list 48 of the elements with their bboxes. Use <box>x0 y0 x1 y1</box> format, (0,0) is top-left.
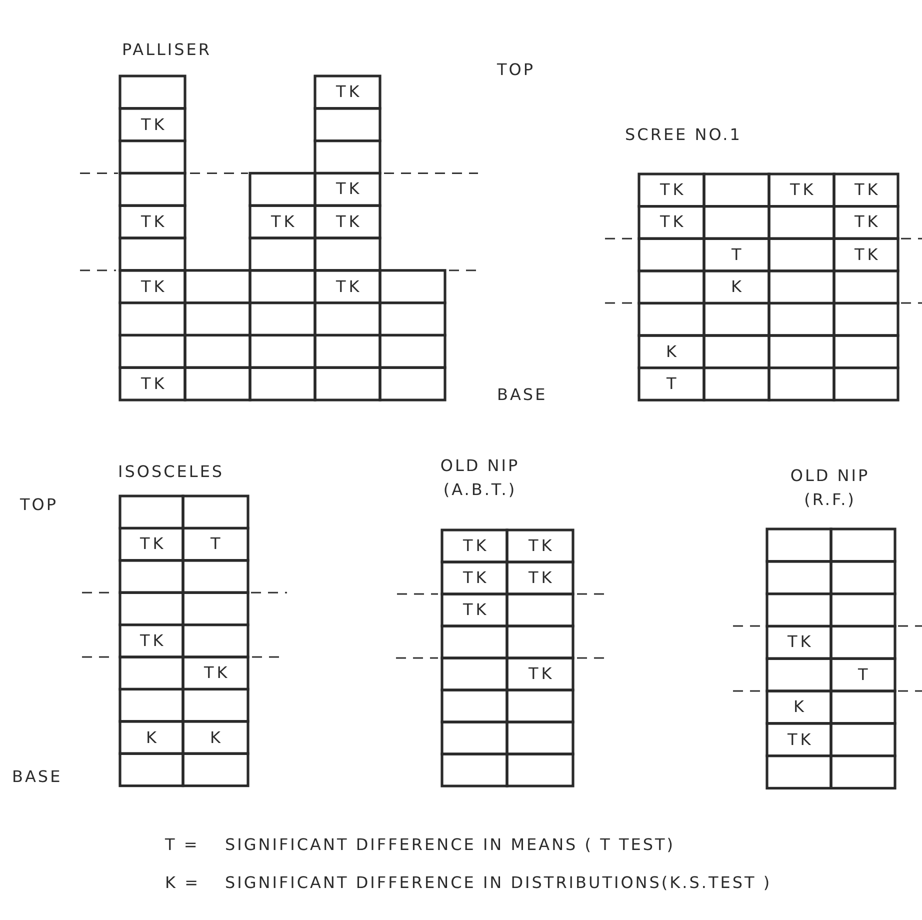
test-result-mark: TK <box>660 212 686 232</box>
test-result-mark: TK <box>336 179 362 200</box>
test-result-mark: TK <box>140 630 166 651</box>
legend-key: K = <box>165 873 200 893</box>
test-result-mark: K <box>731 277 744 298</box>
section-title: OLD NIP (A.B.T.) <box>439 455 521 501</box>
section-title: PALLISER <box>122 40 212 60</box>
test-result-mark: TK <box>141 212 168 232</box>
test-result-mark: T <box>210 534 224 554</box>
test-result-mark: TK <box>528 536 555 556</box>
test-result-mark: K <box>210 728 224 748</box>
test-result-mark: TK <box>336 212 362 232</box>
test-result-mark: TK <box>528 568 555 588</box>
test-result-mark: TK <box>788 632 814 652</box>
test-result-mark: TK <box>140 534 166 554</box>
section-title: SCREE NO.1 <box>625 125 742 145</box>
test-result-mark: TK <box>528 664 555 684</box>
section-title: ISOSCELES <box>118 462 224 482</box>
test-result-mark: TK <box>141 276 168 297</box>
test-result-mark: TK <box>660 180 686 200</box>
test-result-mark: TK <box>463 568 490 588</box>
test-result-mark: TK <box>463 536 490 556</box>
test-result-mark: TK <box>141 114 168 135</box>
test-result-mark: T <box>858 664 871 685</box>
test-result-mark: TK <box>854 180 881 200</box>
test-result-mark: TK <box>204 663 230 684</box>
test-result-mark: T <box>732 244 744 265</box>
test-result-mark: TK <box>854 244 881 265</box>
test-result-mark: T <box>666 374 680 394</box>
legend-text: SIGNIFICANT DIFFERENCE IN MEANS ( T TEST) <box>225 835 676 855</box>
position-label: BASE <box>497 385 548 405</box>
legend-key: T = <box>165 835 200 855</box>
test-result-mark: TK <box>271 212 298 232</box>
section-title: OLD NIP (R.F.) <box>789 465 871 511</box>
position-label: TOP <box>497 60 536 80</box>
test-result-mark: TK <box>141 374 168 394</box>
test-result-mark: TK <box>336 276 362 297</box>
test-result-mark: TK <box>463 600 490 620</box>
test-result-mark: K <box>146 728 160 748</box>
test-result-mark: K <box>666 342 680 362</box>
test-result-mark: TK <box>336 82 362 102</box>
legend-text: SIGNIFICANT DIFFERENCE IN DISTRIBUTIONS(K.S.TEST ) <box>225 873 772 893</box>
test-result-mark: TK <box>788 730 814 750</box>
test-result-mark: K <box>794 697 807 718</box>
test-result-mark: TK <box>790 180 816 200</box>
position-label: BASE <box>12 767 62 787</box>
position-label: TOP <box>20 495 58 515</box>
test-result-mark: TK <box>854 212 881 232</box>
